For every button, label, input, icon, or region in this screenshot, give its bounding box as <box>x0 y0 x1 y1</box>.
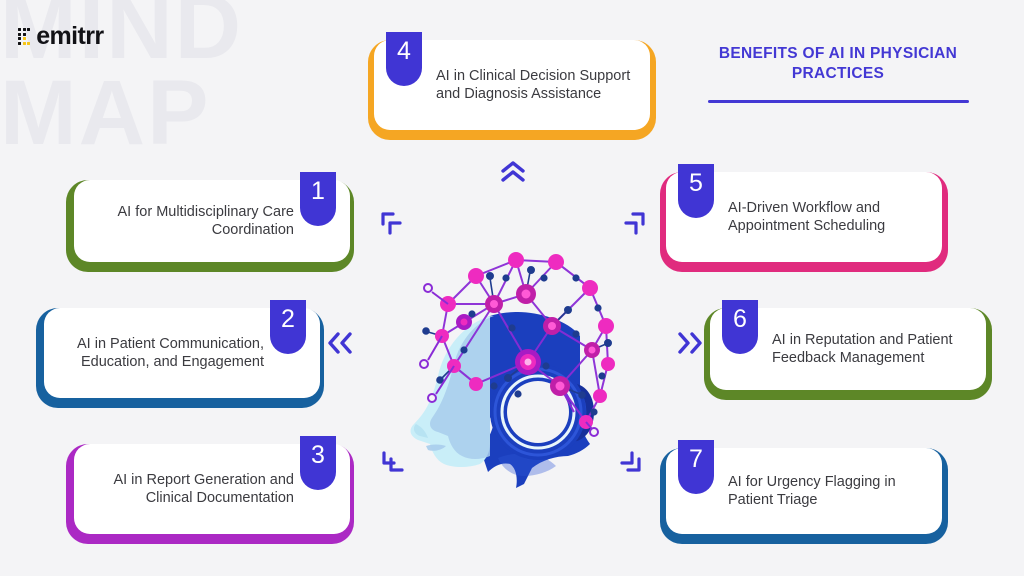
card-6-label: AI in Reputation and Patient Feedback Ma… <box>772 331 953 367</box>
card-6-number: 6 <box>733 305 747 333</box>
card-4[interactable]: AI in Clinical Decision Support and Diag… <box>368 32 656 140</box>
card-3-label: AI in Report Generation and Clinical Doc… <box>113 471 294 507</box>
card-7-label: AI for Urgency Flagging in Patient Triag… <box>728 473 896 509</box>
brand-logo[interactable]: emitrr <box>18 22 104 51</box>
emitrr-dot-grid-logo-icon <box>18 28 31 45</box>
brand-name: emitrr <box>36 22 104 50</box>
card-2-number: 2 <box>281 305 295 333</box>
card-7[interactable]: AI for Urgency Flagging in Patient Triag… <box>660 440 948 544</box>
page-title-underline <box>708 100 969 103</box>
card-5-label: AI-Driven Workflow and Appointment Sched… <box>728 199 886 235</box>
chevron-left-double-icon <box>328 332 352 354</box>
card-2[interactable]: AI in Patient Communication, Education, … <box>36 300 324 408</box>
card-3-number-badge: 3 <box>300 436 336 490</box>
card-3-number: 3 <box>311 441 325 469</box>
card-6-body: AI in Reputation and Patient Feedback Ma… <box>710 308 986 390</box>
card-7-number-badge: 7 <box>678 440 714 494</box>
card-4-number-badge: 4 <box>386 32 422 86</box>
card-4-label: AI in Clinical Decision Support and Diag… <box>436 67 631 103</box>
card-6-number-badge: 6 <box>722 300 758 354</box>
neural-network-brain <box>419 252 615 437</box>
card-1-number-badge: 1 <box>300 172 336 226</box>
card-5-number: 5 <box>689 169 703 197</box>
ai-head-neural-network-illustration <box>410 252 615 488</box>
corner-bracket-bottom-right-icon <box>620 451 641 472</box>
card-4-number: 4 <box>397 37 411 65</box>
card-2-label: AI in Patient Communication, Education, … <box>77 335 264 371</box>
head-face-shape <box>410 316 494 467</box>
card-1[interactable]: AI for Multidisciplinary Care Coordinati… <box>66 172 354 272</box>
chevron-right-double-icon <box>678 332 702 354</box>
card-5-number-badge: 5 <box>678 164 714 218</box>
card-1-label: AI for Multidisciplinary Care Coordinati… <box>117 203 294 239</box>
card-5[interactable]: AI-Driven Workflow and Appointment Sched… <box>660 164 948 272</box>
watermark-line-2: MAP <box>0 62 211 164</box>
card-3[interactable]: AI in Report Generation and Clinical Doc… <box>66 436 354 544</box>
page-title: BENEFITS OF AI IN PHYSICIAN PRACTICES <box>718 45 958 82</box>
card-7-number: 7 <box>689 445 703 473</box>
card-2-number-badge: 2 <box>270 300 306 354</box>
corner-bracket-bottom-left-icon <box>382 451 404 472</box>
corner-bracket-top-right-icon <box>624 212 645 235</box>
card-6[interactable]: AI in Reputation and Patient Feedback Ma… <box>704 300 992 400</box>
corner-bracket-top-left-icon <box>381 212 402 235</box>
card-4-body: AI in Clinical Decision Support and Diag… <box>374 40 650 130</box>
chevron-up-double-icon <box>501 161 525 182</box>
card-1-number: 1 <box>311 177 325 205</box>
